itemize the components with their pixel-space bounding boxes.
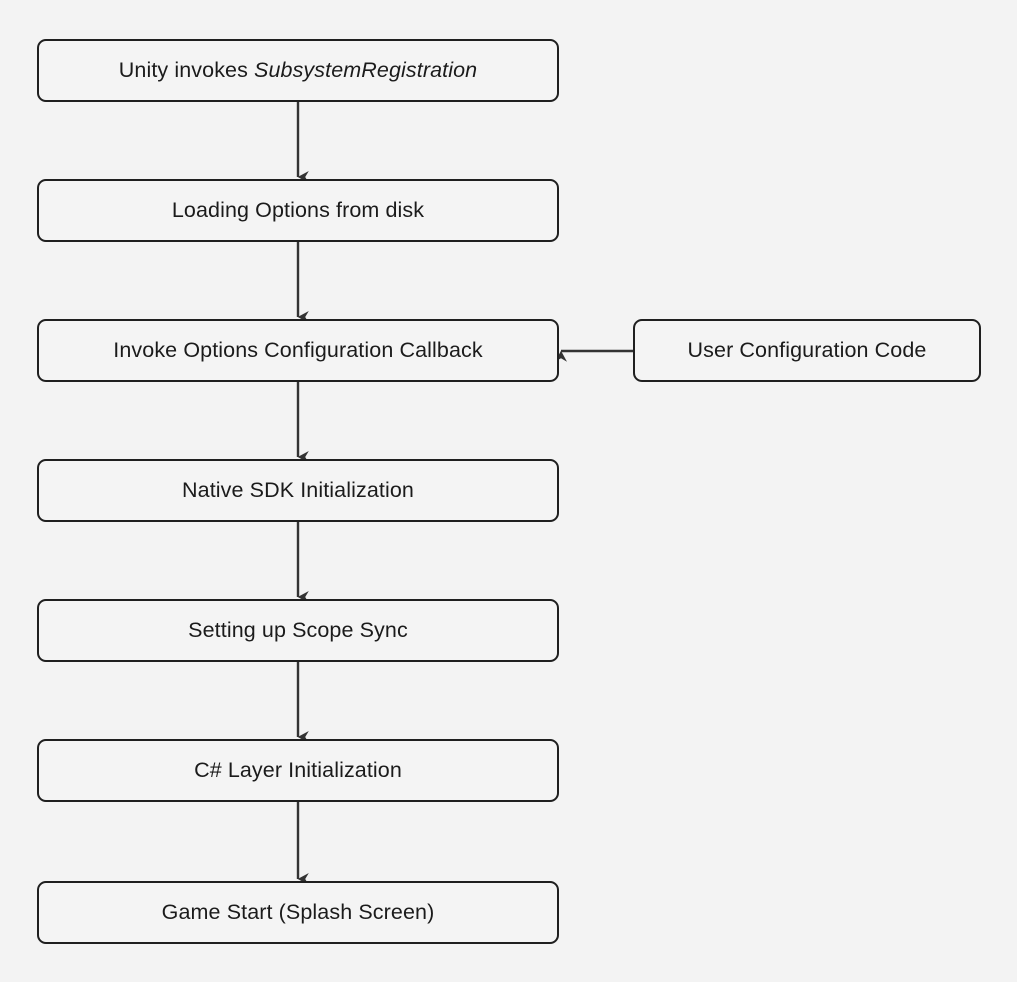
node-label: Native SDK Initialization [182, 477, 414, 502]
node-label: User Configuration Code [687, 337, 927, 362]
node-csharp-layer-initialization[interactable]: C# Layer Initialization [37, 739, 559, 802]
node-invoke-options-configuration-callback[interactable]: Invoke Options Configuration Callback [37, 319, 559, 382]
node-label-prefix: Unity invokes [118, 57, 255, 82]
node-label-emphasis: SubsystemRegistration [254, 57, 478, 82]
node-label: C# Layer Initialization [194, 757, 402, 782]
node-native-sdk-initialization[interactable]: Native SDK Initialization [37, 459, 559, 522]
node-label: Loading Options from disk [171, 197, 425, 222]
node-label: Invoke Options Configuration Callback [113, 337, 483, 362]
node-label: Game Start (Splash Screen) [161, 899, 435, 924]
node-loading-options-from-disk[interactable]: Loading Options from disk [37, 179, 559, 242]
node-game-start-splash-screen[interactable]: Game Start (Splash Screen) [37, 881, 559, 944]
node-label: Setting up Scope Sync [188, 617, 408, 642]
node-user-configuration-code[interactable]: User Configuration Code [633, 319, 981, 382]
node-label: Unity invokes SubsystemRegistration [118, 57, 478, 82]
node-setting-up-scope-sync[interactable]: Setting up Scope Sync [37, 599, 559, 662]
node-unity-invokes-subsystemregistration[interactable]: Unity invokes SubsystemRegistration [37, 39, 559, 102]
